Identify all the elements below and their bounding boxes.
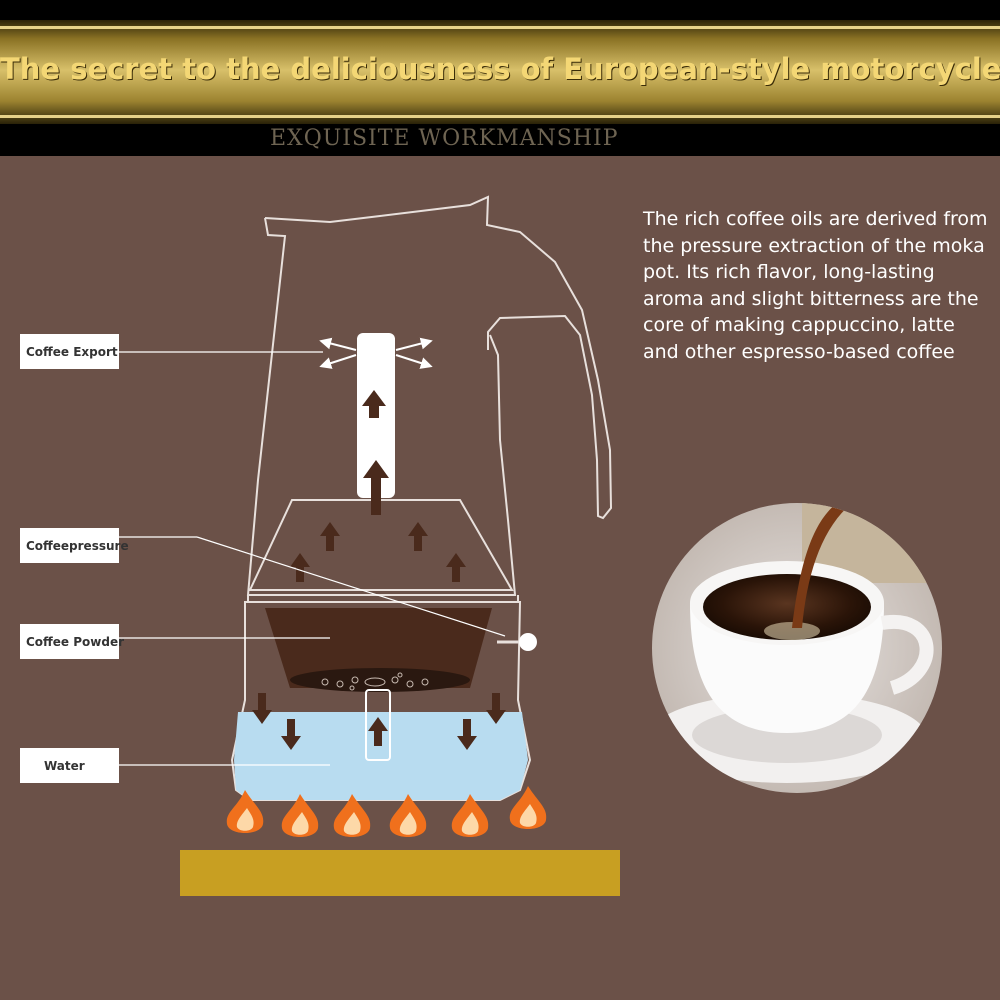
funnel-tube xyxy=(365,689,391,761)
flame-icon xyxy=(333,794,371,837)
export-arrows xyxy=(319,337,433,369)
page-title: The secret to the deliciousness of Europ… xyxy=(0,52,1000,86)
upper-chamber xyxy=(246,195,613,603)
flame-icon xyxy=(226,790,264,833)
header-banner: The secret to the deliciousness of Europ… xyxy=(0,0,1000,156)
filter-funnel xyxy=(248,499,514,591)
lower-boiler xyxy=(230,601,532,801)
label-coffee-pressure: Coffeepressure xyxy=(20,528,129,563)
flame-icon xyxy=(389,794,427,837)
gold-title-band xyxy=(0,20,1000,124)
flames xyxy=(226,786,547,837)
filter-holes xyxy=(321,672,429,691)
flame-icon xyxy=(451,794,489,837)
page-subtitle: EXQUISITE WORKMANSHIP xyxy=(270,126,619,151)
label-water: Water xyxy=(20,748,119,783)
flow-arrows xyxy=(252,390,506,750)
coffee-powder-fill xyxy=(265,608,492,688)
safety-valve xyxy=(497,633,537,651)
description-text: The rich coffee oils are derived from th… xyxy=(643,208,988,363)
coffee-cup-photo xyxy=(652,503,942,793)
spout-cap xyxy=(357,333,395,357)
flame-icon xyxy=(281,794,319,837)
label-coffee-export: Coffee Export xyxy=(20,334,119,369)
leader-lines xyxy=(119,351,506,766)
label-coffee-powder: Coffee Powder xyxy=(20,624,124,659)
water-fill xyxy=(234,712,528,800)
burner-plate xyxy=(180,850,620,896)
flame-icon xyxy=(509,786,547,829)
filter-plate xyxy=(290,668,470,692)
